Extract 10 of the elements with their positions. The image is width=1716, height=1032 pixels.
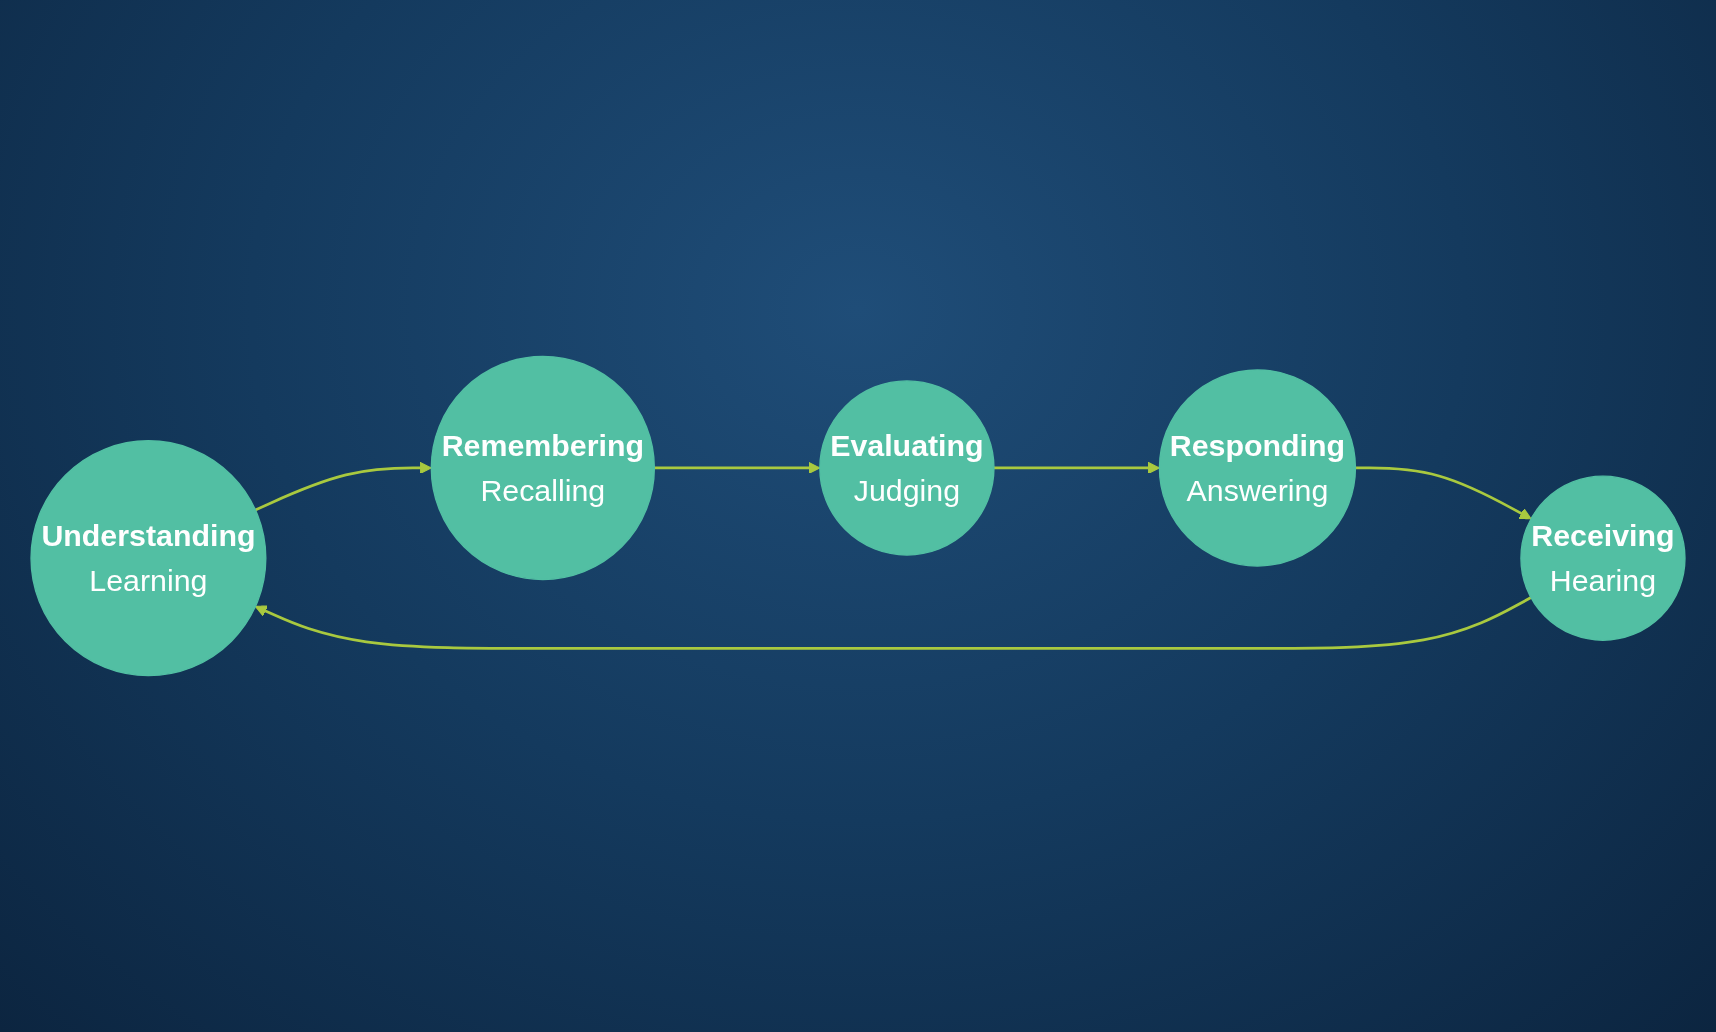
node-circle: Evaluating Judging — [819, 380, 995, 556]
arrow — [1355, 466, 1532, 520]
node-circle: Responding Answering — [1158, 369, 1357, 567]
arrow — [254, 461, 432, 512]
arrow — [993, 461, 1160, 474]
arrow — [654, 461, 821, 474]
node-circle: Understanding Learning — [30, 440, 267, 677]
node-circle: Remembering Recalling — [430, 355, 656, 581]
arrow — [254, 596, 1532, 650]
node-circle: Receiving Hearing — [1520, 475, 1686, 641]
